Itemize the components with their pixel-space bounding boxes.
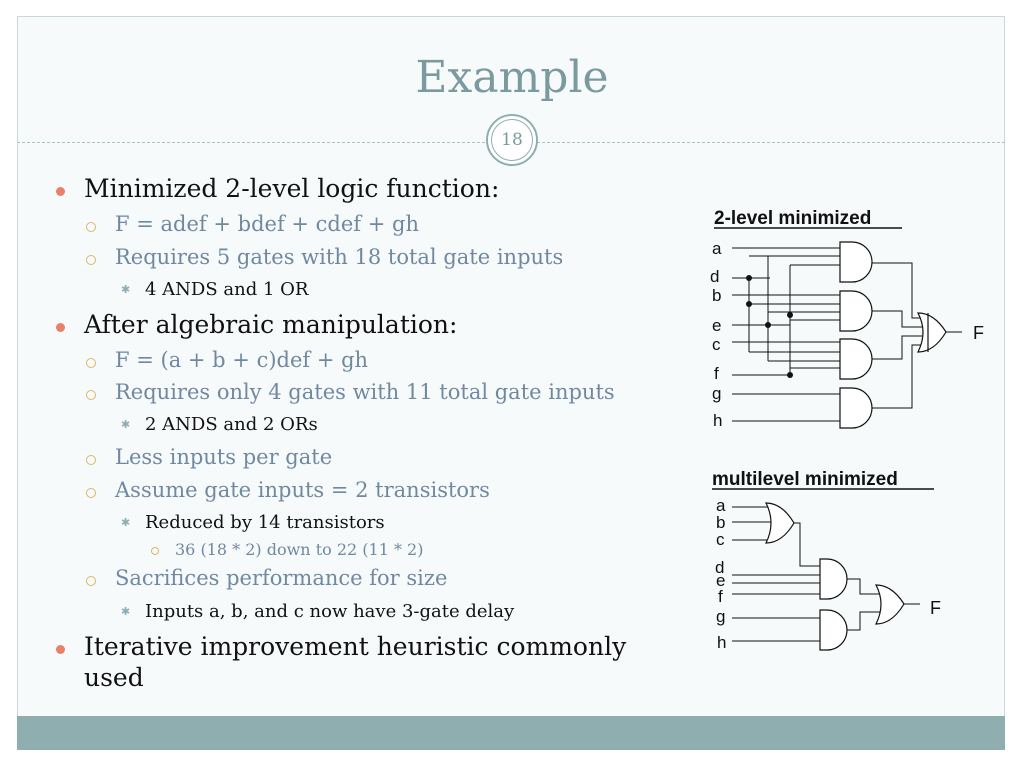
bullet-dot xyxy=(56,187,65,196)
bullet-text: Iterative improvement heuristic commonly xyxy=(84,632,627,661)
two-level-junctions xyxy=(746,275,793,378)
input-label: c xyxy=(712,335,721,354)
input-label: c xyxy=(716,530,725,549)
or-gate xyxy=(765,502,795,544)
bullet-star: ✱ xyxy=(121,283,131,296)
input-label: a xyxy=(716,496,726,515)
bullet-text: 36 (18 * 2) down to 22 (11 * 2) xyxy=(175,540,424,559)
bullet-text: Inputs a, b, and c now have 3-gate delay xyxy=(145,601,515,622)
bullet-text: F = adef + bdef + cdef + gh xyxy=(115,212,419,236)
input-label: d xyxy=(710,267,719,286)
slide-title: Example xyxy=(415,52,609,103)
two-level-wires xyxy=(732,247,962,422)
input-label: e xyxy=(712,316,721,335)
page-number: 18 xyxy=(491,119,533,161)
page-number-badge: 18 xyxy=(486,114,538,166)
bullet-ring xyxy=(86,576,96,586)
bullet-ring xyxy=(86,222,96,232)
and-gate xyxy=(839,241,873,283)
input-label: e xyxy=(716,571,725,590)
input-label: b xyxy=(716,513,725,532)
bullet-ring xyxy=(86,488,96,498)
multilevel-caption: multilevel minimized xyxy=(712,469,898,490)
and-gate xyxy=(819,609,848,651)
bullet-ring xyxy=(86,255,96,265)
or-gate xyxy=(917,312,947,353)
or-gate xyxy=(875,584,905,625)
input-label: b xyxy=(712,286,721,305)
multilevel-wires xyxy=(732,506,920,642)
two-level-input-labels: a d b e c f g h xyxy=(710,239,722,430)
bullet-text: After algebraic manipulation: xyxy=(84,310,458,339)
bullet-text: Reduced by 14 transistors xyxy=(145,512,385,533)
input-label: g xyxy=(712,384,721,403)
two-level-and-gates xyxy=(839,241,873,429)
output-label: F xyxy=(973,323,984,343)
bullet-star: ✱ xyxy=(121,605,131,618)
bullet-text: Minimized 2-level logic function: xyxy=(84,174,500,203)
input-label: f xyxy=(714,364,719,383)
two-level-caption: 2-level minimized xyxy=(714,208,871,229)
and-gate xyxy=(819,558,848,600)
bullet-ring xyxy=(86,390,96,400)
bullet-ring xyxy=(86,455,96,465)
bullet-text: used xyxy=(84,663,144,692)
input-label: f xyxy=(718,587,723,606)
bullet-text: Less inputs per gate xyxy=(115,445,333,469)
and-gate xyxy=(839,387,873,429)
multilevel-input-labels: a b c d e f g h xyxy=(715,496,726,652)
bullet-text: Assume gate inputs = 2 transistors xyxy=(115,478,490,502)
bullet-text: Requires only 4 gates with 11 total gate… xyxy=(115,380,615,404)
bullet-star: ✱ xyxy=(121,418,131,431)
bullet-text: Sacrifices performance for size xyxy=(115,566,448,590)
bullet-ring xyxy=(86,358,96,368)
input-label: d xyxy=(715,558,724,577)
and-gate xyxy=(839,290,873,332)
bullet-dot xyxy=(56,323,65,332)
two-level-or-gate xyxy=(917,312,947,353)
input-label: a xyxy=(712,239,722,258)
bullet-ring-small xyxy=(151,547,159,555)
multilevel-gates xyxy=(765,502,905,651)
input-label: g xyxy=(716,607,725,626)
and-gate xyxy=(839,338,873,380)
bullet-dot xyxy=(56,645,65,654)
output-label: F xyxy=(930,598,941,618)
bullet-text: Requires 5 gates with 18 total gate inpu… xyxy=(115,245,564,269)
footer-band xyxy=(17,716,1005,750)
input-label: h xyxy=(713,411,722,430)
input-label: h xyxy=(717,633,726,652)
bullet-text: F = (a + b + c)def + gh xyxy=(115,348,369,372)
bullet-text: 4 ANDS and 1 OR xyxy=(145,279,309,300)
bullet-text: 2 ANDS and 2 ORs xyxy=(145,414,318,435)
bullet-star: ✱ xyxy=(121,516,131,529)
